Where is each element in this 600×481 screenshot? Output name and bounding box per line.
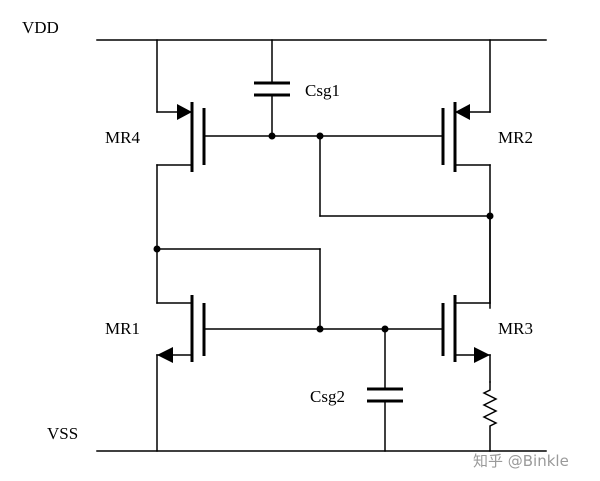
resistor — [482, 381, 498, 452]
junction-dot — [316, 132, 324, 140]
transistor-mr2 — [441, 39, 491, 309]
mr2-label: MR2 — [498, 128, 533, 147]
csg1-label: Csg1 — [305, 81, 340, 100]
mr1-source-arrow — [157, 347, 173, 363]
vss-label: VSS — [47, 424, 78, 443]
csg2-label: Csg2 — [310, 387, 345, 406]
capacitor-csg1 — [254, 39, 290, 137]
mr4-label: MR4 — [105, 128, 140, 147]
vdd-label: VDD — [22, 18, 59, 37]
capacitor-csg2 — [367, 328, 403, 452]
mr3-source-arrow — [474, 347, 490, 363]
resistor-zigzag — [482, 381, 498, 452]
transistor-mr4 — [156, 39, 206, 250]
junction-dot — [268, 132, 276, 140]
transistor-mr3 — [441, 215, 491, 383]
watermark-text: 知乎 @Binkle — [473, 452, 569, 470]
mr1-label: MR1 — [105, 319, 140, 338]
mr2-source-arrow — [455, 104, 470, 120]
mr3-label: MR3 — [498, 319, 533, 338]
transistor-mr1 — [156, 248, 206, 452]
mr4-source-arrow — [177, 104, 192, 120]
junction-dot — [316, 325, 324, 333]
